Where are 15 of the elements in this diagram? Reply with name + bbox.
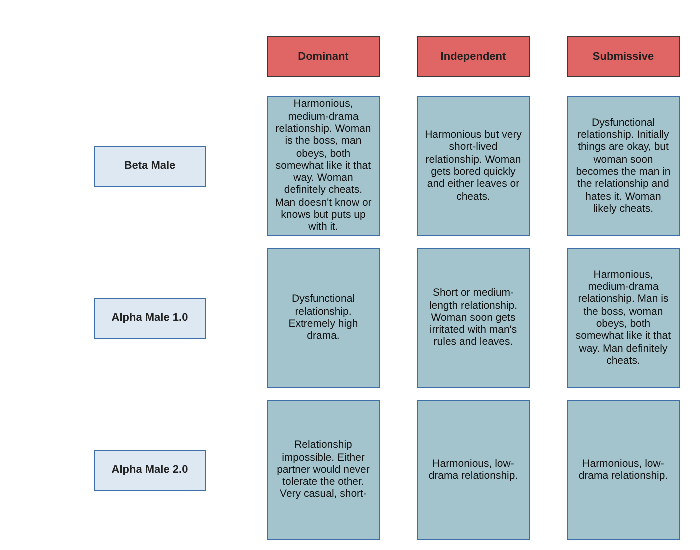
table-cell: Dysfunctional relationship. Initially things are okay, but woman soon becomes the man in the relationship and hates it. Woman likely cheats. <box>567 96 680 236</box>
table-cell: Relationship impossible. Either partner would never tolerate the other. Very casual, short- <box>267 400 380 540</box>
table-cell: Harmonious, low-drama relationship. <box>417 400 530 540</box>
row-header: Beta Male <box>94 146 206 186</box>
column-header: Independent <box>417 36 530 77</box>
column-header: Dominant <box>267 36 380 77</box>
table-cell: Short or medium-length relationship. Woman soon gets irritated with man's rules and leaves. <box>417 248 530 388</box>
table-cell: Dysfunctional relationship. Extremely high drama. <box>267 248 380 388</box>
column-header: Submissive <box>567 36 680 77</box>
table-cell: Harmonious, low-drama relationship. <box>567 400 680 540</box>
row-header: Alpha Male 2.0 <box>94 450 206 490</box>
table-cell: Harmonious but very short-lived relationship. Woman gets bored quickly and either leaves or cheats. <box>417 96 530 236</box>
table-cell: Harmonious, medium-drama relationship. Woman is the boss, man obeys, both somewhat like it that way. Woman definitely cheats. Man doesn't know or knows but puts up with it. <box>267 96 380 236</box>
table-cell: Harmonious, medium-drama relationship. Man is the boss, woman obeys, both somewhat like it that way. Man definitely cheats. <box>567 248 680 388</box>
row-header: Alpha Male 1.0 <box>94 298 206 338</box>
